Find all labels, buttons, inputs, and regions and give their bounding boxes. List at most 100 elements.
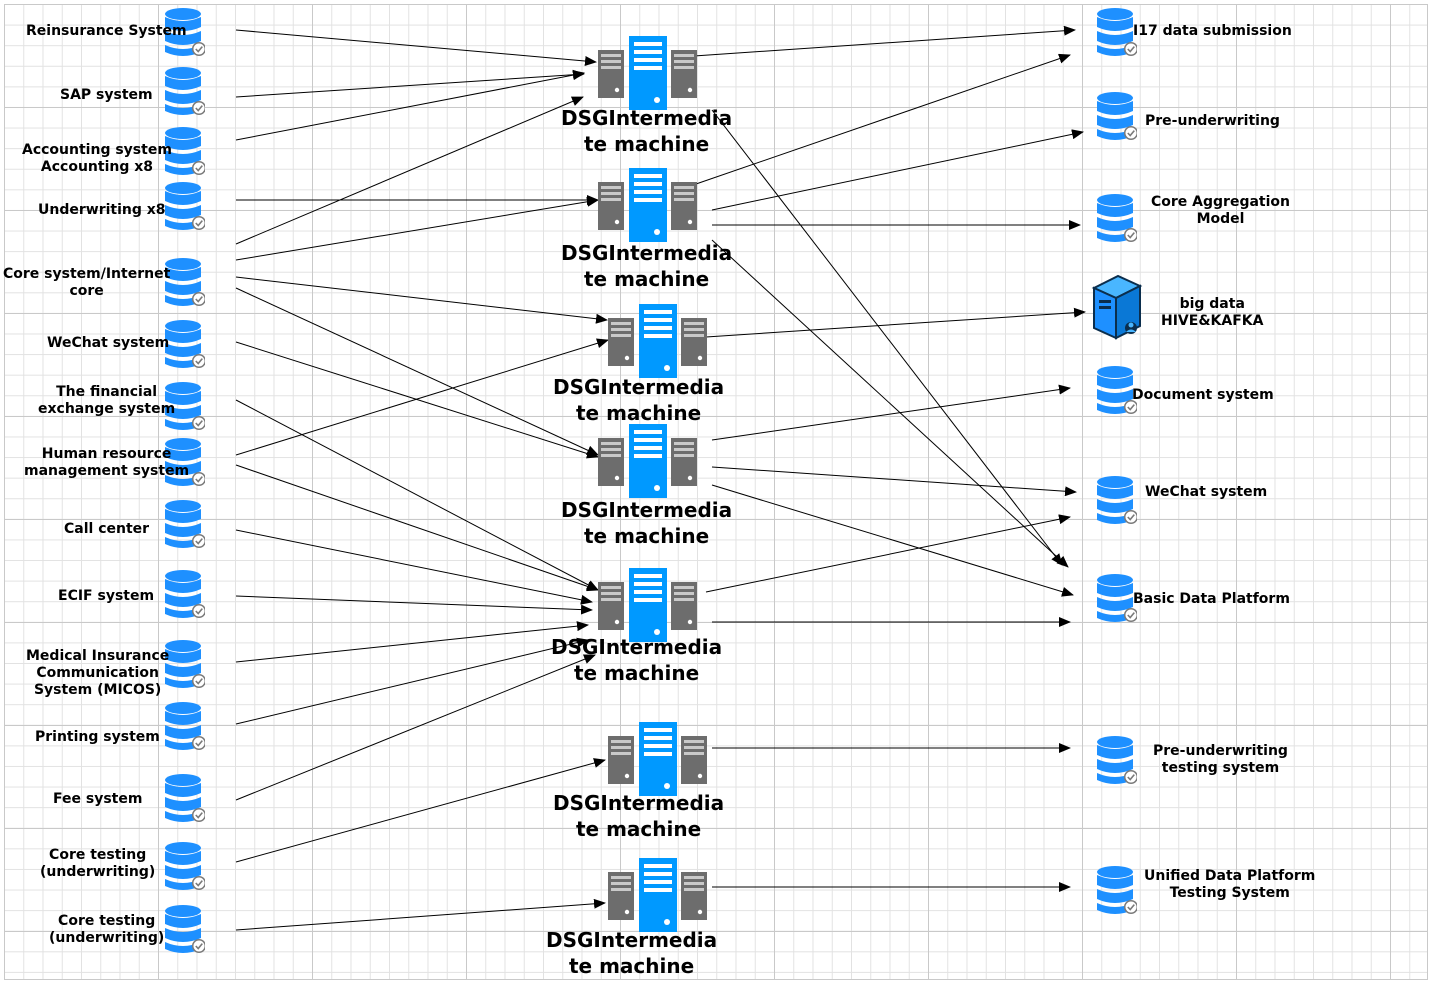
target-database-icon-graphic [1097,574,1137,622]
connector-arrow [235,196,599,261]
source-label-line: Core testing [58,913,156,929]
source-database-icon [165,774,205,824]
source-database-icon-graphic [165,500,205,548]
source-label-line: Fee system [53,791,143,807]
target-label-line: Testing System [1169,885,1290,901]
server-label-line: DSGIntermedia [546,928,718,952]
source-label-line: exchange system [38,401,176,417]
target-database-icon-graphic [1097,736,1137,784]
source-database-icon [165,382,205,432]
source-label-line: WeChat system [47,335,170,351]
source-label: Printing system [35,729,160,746]
source-database-icon [165,182,205,232]
connector-arrow [235,70,585,141]
source-label-line: (underwriting) [49,930,165,946]
source-database-icon-graphic [165,438,205,486]
source-database-icon-graphic [165,640,205,688]
source-database-icon-graphic [165,842,205,890]
source-database-icon [165,640,205,690]
connector-arrow [695,53,1071,185]
source-database-icon [165,702,205,752]
source-database-icon-graphic [165,905,205,953]
server-label-line: te machine [583,267,710,291]
connector-arrow [711,239,1069,568]
server-label-line: te machine [583,132,710,156]
source-label: Underwriting x8 [38,202,166,219]
target-label-line: HIVE&KAFKA [1161,313,1264,329]
connector-arrow [235,29,597,67]
target-label-line: Core Aggregation [1151,194,1290,210]
connector-arrow [705,307,1086,338]
source-label-line: ECIF system [58,588,155,604]
dsg-server-icon [598,424,698,500]
connector-arrow [235,338,609,456]
source-label-line: Medical Insurance [26,648,170,664]
connector-arrow [235,69,585,98]
server-label-line: DSGIntermedia [561,498,733,522]
target-database-icon-graphic [1097,366,1137,414]
target-label-line: Pre-underwriting [1153,743,1288,759]
target-label-line: testing system [1161,760,1280,776]
source-label: SAP system [60,87,153,104]
target-database-icon [1097,366,1137,416]
source-database-icon-graphic [165,570,205,618]
target-label-line: Model [1196,211,1245,227]
source-label-line: (underwriting) [40,864,156,880]
target-label-line: I17 data submission [1133,23,1292,39]
target-label-line: Unified Data Platform [1144,868,1316,884]
source-database-icon-graphic [165,8,205,56]
source-label: Call center [64,521,149,538]
target-database-icon [1097,8,1137,58]
dsg-server-icon [608,304,708,380]
dsg-server-icon-graphic [608,858,707,932]
server-label-line: te machine [573,661,700,685]
source-database-icon-graphic [165,182,205,230]
target-big-data-server-icon [1090,272,1146,342]
source-label-line: management system [24,463,190,479]
target-label: I17 data submission [1133,23,1292,40]
source-label: Reinsurance System [26,23,187,40]
target-database-icon [1097,736,1137,786]
connector-arrow [711,384,1071,441]
source-database-icon-graphic [165,258,205,306]
source-database-icon [165,127,205,177]
dsg-server-icon [598,568,698,644]
server-label-line: DSGIntermedia [553,375,725,399]
connector-arrow [711,484,1074,597]
target-database-icon-graphic [1097,8,1137,56]
target-database-icon-graphic [1097,476,1137,524]
connector-arrow [235,654,596,801]
source-label: Core testing(underwriting) [49,913,164,947]
target-database-icon [1097,92,1137,142]
dsg-server-icon-graphic [598,168,697,242]
target-big-data-server-icon-graphic [1091,274,1143,340]
dsg-server-icon-graphic [608,722,707,796]
connector-arrow [235,637,589,725]
target-database-icon [1097,574,1137,624]
target-database-icon [1097,476,1137,526]
server-label-line: DSGIntermedia [561,241,733,265]
connector-arrow [235,898,606,931]
source-database-icon [165,67,205,117]
source-database-icon-graphic [165,382,205,430]
source-database-icon-graphic [165,127,205,175]
server-label-line: DSGIntermedia [561,106,733,130]
target-database-icon-graphic [1097,92,1137,140]
target-database-icon-graphic [1097,866,1137,914]
dsg-server-icon-graphic [598,568,697,642]
server-label-line: te machine [575,401,702,425]
source-database-icon [165,8,205,58]
dsg-server-icon [608,858,708,934]
source-label-line: Core testing [49,847,147,863]
